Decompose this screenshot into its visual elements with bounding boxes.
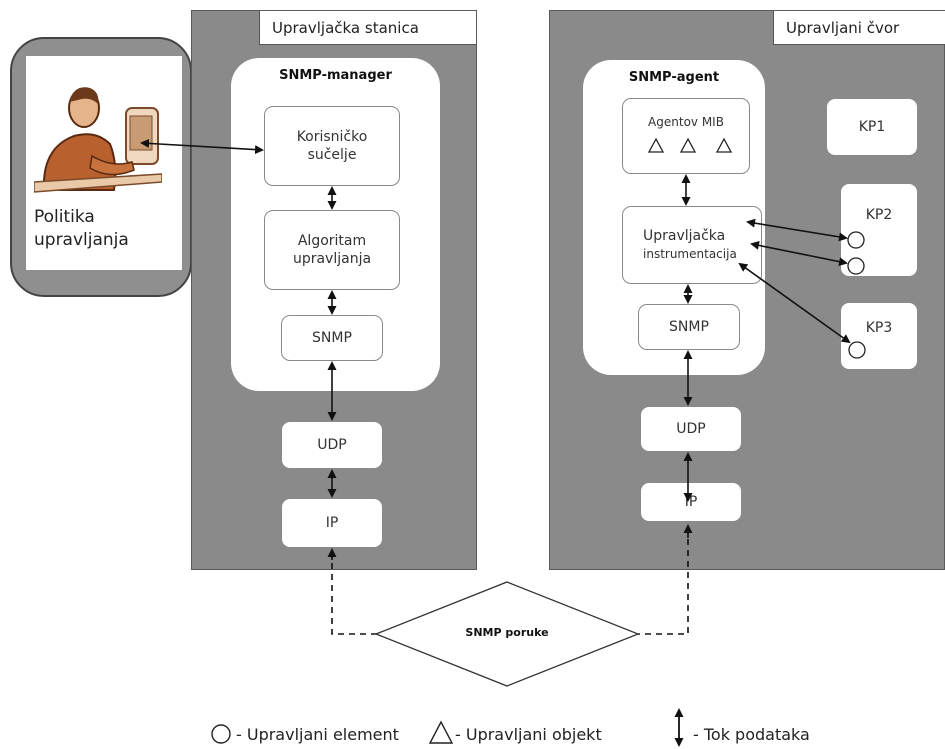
user-computer-icon: [34, 87, 162, 193]
managed-object-icon: [715, 137, 733, 153]
kp1-box: KP1: [826, 98, 918, 156]
instrumentation-label-1: Upravljačka: [643, 228, 726, 244]
legend-flow-text: - Tok podataka: [693, 724, 810, 744]
instr-kp3-arrow: [738, 262, 851, 344]
snmp-messages-diamond: [374, 581, 640, 687]
managed-object-icon: [647, 137, 665, 153]
managed-element-icon: [847, 231, 865, 249]
managed-element-icon: [848, 341, 866, 359]
user-interface-label: Korisničko sučelje: [296, 129, 368, 163]
agent-udp-box: UDP: [640, 406, 742, 452]
agent-snmp-box: SNMP: [638, 304, 740, 350]
kp3-box: KP3: [840, 302, 918, 370]
policy-label-text: Politika upravljanja: [34, 207, 129, 250]
policy-ui-arrow: [140, 138, 264, 155]
instr-kp2b-arrow: [750, 240, 848, 267]
legend-circle-icon: [211, 724, 231, 744]
legend-object-text: - Upravljani objekt: [455, 724, 602, 744]
managed-object-icon: [679, 137, 697, 153]
agent-mib-box: Agentov MIB: [622, 98, 750, 174]
snmp-agent-title: SNMP-agent: [628, 70, 720, 85]
algorithm-label: Algoritam upravljanja: [292, 233, 372, 267]
instr-kp2a-arrow: [746, 218, 848, 242]
manager-message-path: [331, 552, 378, 635]
snmp-messages-label: SNMP poruke: [465, 626, 549, 639]
managed-elements: [847, 231, 866, 359]
policy-label: Politika upravljanja: [34, 206, 174, 252]
legend-element-text: - Upravljani element: [236, 724, 399, 744]
legend-triangle-icon: [428, 720, 454, 744]
manager-ip-box: IP: [281, 498, 383, 548]
managed-node-tab: Upravljani čvor: [773, 11, 945, 45]
mib-triangles: [647, 137, 733, 153]
manager-snmp-box: SNMP: [281, 315, 383, 361]
instrumentation-label-2: instrumentacija: [643, 247, 737, 261]
managed-element-icon: [847, 257, 865, 275]
manager-udp-box: UDP: [281, 421, 383, 469]
snmp-manager-title: SNMP-manager: [279, 68, 392, 83]
agent-message-path: [638, 528, 689, 635]
user-interface-box: Korisničko sučelje: [264, 106, 400, 186]
management-station-tab: Upravljačka stanica: [259, 11, 476, 45]
agent-mib-label: Agentov MIB: [648, 115, 724, 129]
algorithm-box: Algoritam upravljanja: [264, 210, 400, 290]
